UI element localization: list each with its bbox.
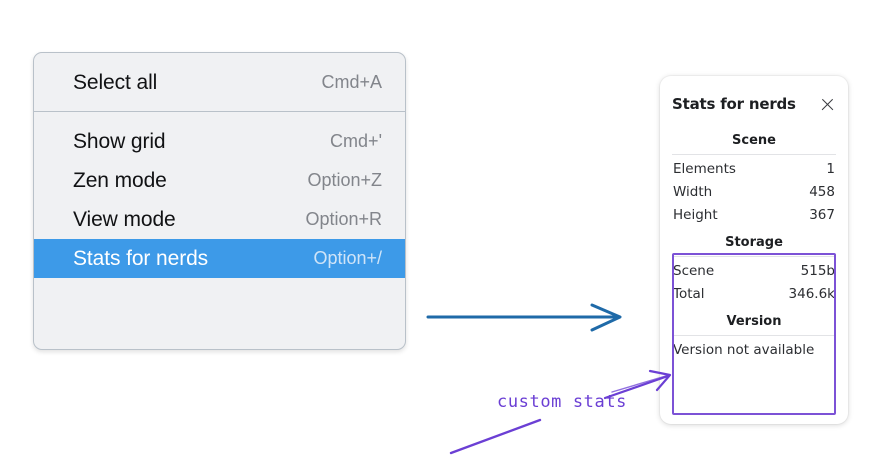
- menu-separator: [34, 111, 405, 112]
- blue-arrow: [426, 303, 622, 332]
- menu-item-stats-for-nerds[interactable]: Stats for nerds Option+/: [34, 239, 405, 278]
- stat-row-height: Height 367: [672, 203, 836, 226]
- stat-key: Scene: [673, 262, 715, 279]
- menu-item-label: Show grid: [73, 129, 166, 153]
- close-icon[interactable]: [819, 96, 836, 113]
- stat-row-width: Width 458: [672, 180, 836, 203]
- menu-item-zen-mode[interactable]: Zen mode Option+Z: [34, 161, 405, 200]
- stats-section-scene: Scene Elements 1 Width 458 Height 367: [672, 124, 836, 226]
- menu-item-select-all[interactable]: Select all Cmd+A: [34, 63, 405, 102]
- purple-tail-stroke: [449, 418, 542, 455]
- stat-value: 346.6k: [788, 285, 835, 302]
- menu-item-shortcut: Cmd+': [330, 131, 382, 151]
- menu-item-label: Stats for nerds: [73, 246, 209, 270]
- stat-key: Width: [673, 183, 713, 200]
- stat-value: 367: [809, 206, 835, 223]
- menu-item-shortcut: Cmd+A: [321, 72, 382, 92]
- canvas-context-menu[interactable]: Select all Cmd+A Show grid Cmd+' Zen mod…: [33, 52, 406, 350]
- menu-item-label: Zen mode: [73, 168, 167, 192]
- stats-section-version: Version Version not available: [672, 305, 836, 362]
- section-title: Version: [726, 314, 782, 329]
- version-value: Version not available: [673, 342, 815, 358]
- stat-row-elements: Elements 1: [672, 157, 836, 180]
- section-divider: [672, 335, 836, 336]
- menu-item-label: Select all: [73, 70, 158, 94]
- context-menu-group-2: Show grid Cmd+' Zen mode Option+Z View m…: [34, 112, 405, 296]
- stat-key: Height: [673, 206, 718, 223]
- stat-key: Elements: [673, 160, 736, 177]
- menu-item-show-grid[interactable]: Show grid Cmd+': [34, 122, 405, 161]
- menu-bottom-padding: [34, 278, 405, 296]
- section-title: Storage: [725, 235, 783, 250]
- section-title: Scene: [732, 133, 776, 148]
- menu-item-view-mode[interactable]: View mode Option+R: [34, 200, 405, 239]
- section-divider: [672, 154, 836, 155]
- menu-item-label: View mode: [73, 207, 176, 231]
- stats-panel-title: Stats for nerds: [672, 95, 796, 113]
- stats-for-nerds-panel[interactable]: Stats for nerds Scene Elements 1 Width 4…: [660, 76, 848, 424]
- menu-item-shortcut: Option+R: [305, 209, 382, 229]
- section-divider: [672, 256, 836, 257]
- stat-key: Total: [673, 285, 705, 302]
- stat-value: 458: [809, 183, 835, 200]
- stat-value: 515b: [800, 262, 835, 279]
- stat-value: 1: [826, 160, 835, 177]
- stat-row-storage-total: Total 346.6k: [672, 282, 836, 305]
- context-menu-group-1: Select all Cmd+A: [34, 53, 405, 111]
- stat-row-storage-scene: Scene 515b: [672, 259, 836, 282]
- handwritten-annotation-label: custom stats: [497, 392, 628, 412]
- menu-item-shortcut: Option+/: [313, 248, 382, 268]
- menu-item-shortcut: Option+Z: [307, 170, 382, 190]
- stats-section-storage: Storage Scene 515b Total 346.6k: [672, 226, 836, 305]
- stats-panel-header: Stats for nerds: [672, 76, 836, 124]
